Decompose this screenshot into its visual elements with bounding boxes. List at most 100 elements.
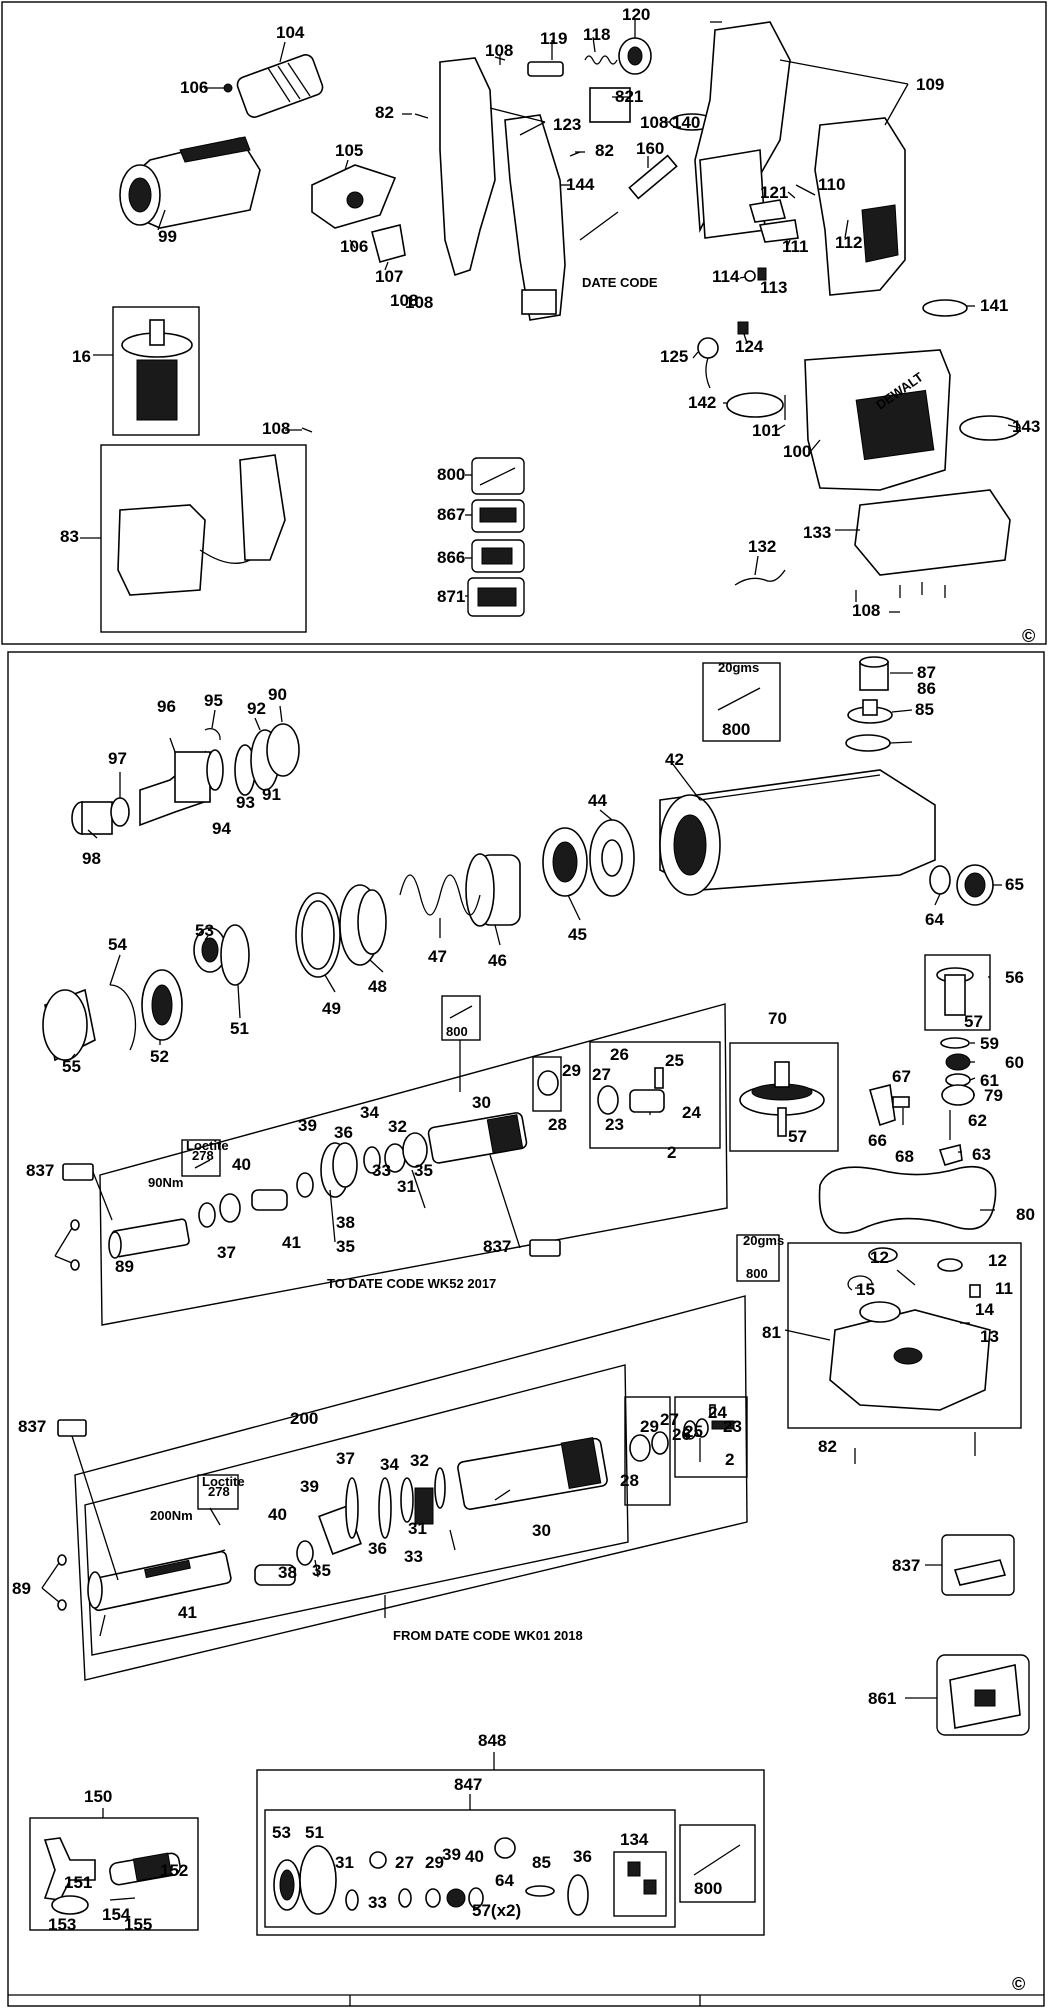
bottom-part-label-98: 98 xyxy=(82,849,101,868)
top-part-label-120: 120 xyxy=(622,5,650,24)
top-part-label-124: 124 xyxy=(735,337,764,356)
bottom-part-label-55: 55 xyxy=(62,1057,81,1076)
bottom-part-label-15: 15 xyxy=(856,1280,875,1299)
bottom-part-label-23: 23 xyxy=(723,1417,742,1436)
loctite-label-1: Loctite xyxy=(186,1138,229,1153)
bottom-part-label-67: 67 xyxy=(892,1067,911,1086)
bottom-part-label-26: 26 xyxy=(672,1425,691,1444)
bottom-part-label-49: 49 xyxy=(322,999,341,1018)
bottom-part-label-837: 837 xyxy=(892,1556,920,1575)
top-part-label-108: 108 xyxy=(852,601,880,620)
bottom-part-label-2: 2 xyxy=(667,1143,676,1162)
bottom-part-label-800: 800 xyxy=(694,1879,722,1898)
top-part-label-113: 113 xyxy=(760,278,787,297)
bottom-part-label-34: 34 xyxy=(360,1103,379,1122)
bottom-part-label-153: 153 xyxy=(48,1915,76,1934)
bottom-part-label-24: 24 xyxy=(682,1103,701,1122)
bottom-part-label-85: 85 xyxy=(532,1853,551,1872)
top-part-label-160: 160 xyxy=(636,139,664,158)
part-121 xyxy=(748,199,787,223)
bottom-part-label-53: 53 xyxy=(195,921,214,940)
top-part-label-105: 105 xyxy=(335,141,363,160)
bottom-part-label-56: 56 xyxy=(1005,968,1024,987)
bottom-part-label-25: 25 xyxy=(665,1051,684,1070)
bottom-part-label-26: 26 xyxy=(610,1045,629,1064)
top-part-label-106: 106 xyxy=(180,78,208,97)
bottom-part-label-36: 36 xyxy=(334,1123,353,1142)
top-part-label-132: 132 xyxy=(748,537,776,556)
bottom-part-label-150: 150 xyxy=(84,1787,112,1806)
part-107 xyxy=(371,224,406,263)
bottom-part-label-64: 64 xyxy=(925,910,944,929)
bottom-part-label-54: 54 xyxy=(108,935,127,954)
bottom-part-label-61: 61 xyxy=(980,1071,999,1090)
bottom-part-label-837: 837 xyxy=(26,1161,54,1180)
spring-and-collar-parts xyxy=(295,853,521,978)
loctite-number-2: 278 xyxy=(208,1484,230,1499)
top-part-label-110: 110 xyxy=(818,175,845,194)
top-part-label-104: 104 xyxy=(276,23,305,42)
bottom-part-label-85: 85 xyxy=(915,700,934,719)
part-56 xyxy=(924,954,991,1031)
bottom-part-label-37: 37 xyxy=(336,1449,355,1468)
top-part-label-125: 125 xyxy=(660,347,688,366)
bottom-part-label-91: 91 xyxy=(262,785,281,804)
bottom-part-label-68: 68 xyxy=(895,1147,914,1166)
part-125 xyxy=(697,337,719,359)
bottom-part-label-92: 92 xyxy=(247,699,266,718)
bottom-part-label-33: 33 xyxy=(372,1161,391,1180)
bottom-panel-parts xyxy=(29,656,1030,1936)
part-81-gear-housing xyxy=(787,1242,1022,1429)
top-part-label-109: 109 xyxy=(916,75,944,94)
part-64 xyxy=(929,865,951,895)
bottom-part-label-89: 89 xyxy=(12,1579,31,1598)
top-part-label-144: 144 xyxy=(566,175,595,194)
bottom-part-label-46: 46 xyxy=(488,951,507,970)
grease-800-2: 800 xyxy=(746,1266,768,1281)
bottom-part-label-34: 34 xyxy=(380,1455,399,1474)
part-133-bottom-housing xyxy=(854,489,1011,576)
top-part-label-107: 107 xyxy=(375,267,403,286)
bottom-part-label-29: 29 xyxy=(562,1061,581,1080)
bottom-part-label-837: 837 xyxy=(483,1237,511,1256)
part-45-bearing xyxy=(542,827,588,897)
bottom-part-label-28: 28 xyxy=(620,1471,639,1490)
bottom-part-label-2: 2 xyxy=(725,1450,734,1469)
bottom-part-label-12: 12 xyxy=(988,1251,1007,1270)
bottom-part-label-44: 44 xyxy=(588,791,607,810)
grease-20gms-1: 20gms xyxy=(718,660,759,675)
bottom-part-label-28: 28 xyxy=(548,1115,567,1134)
top-panel-frame xyxy=(1,1,1047,645)
qty-57x2: 57(x2) xyxy=(472,1901,521,1920)
bottom-part-label-65: 65 xyxy=(1005,875,1024,894)
bottom-part-label-155: 155 xyxy=(124,1915,152,1934)
top-part-label-108: 108 xyxy=(262,419,290,438)
bottom-part-label-154: 154 xyxy=(102,1905,131,1924)
bottom-part-label-35: 35 xyxy=(336,1237,355,1256)
bottom-part-label-87: 87 xyxy=(917,663,936,682)
front-seal-parts xyxy=(42,924,250,1062)
top-part-label-100: 100 xyxy=(783,442,811,461)
bottom-part-label-39: 39 xyxy=(300,1477,319,1496)
bottom-part-label-837: 837 xyxy=(18,1417,46,1436)
bottom-part-label-64: 64 xyxy=(495,1871,514,1890)
top-part-label-142: 142 xyxy=(688,393,716,412)
top-part-label-111: 111 xyxy=(782,237,809,256)
top-part-label-871: 871 xyxy=(437,587,465,606)
bottom-part-label-79: 79 xyxy=(984,1086,1003,1105)
top-part-label-133: 133 xyxy=(803,523,831,542)
assembly-to-wk52-2017 xyxy=(99,995,728,1326)
bottom-part-label-57: 57 xyxy=(964,1012,983,1031)
bottom-part-label-39: 39 xyxy=(298,1116,317,1135)
bottom-part-label-31: 31 xyxy=(408,1519,427,1538)
bottom-part-label-151: 151 xyxy=(64,1873,92,1892)
bottom-part-label-38: 38 xyxy=(278,1563,297,1582)
part-143 xyxy=(959,415,1021,441)
part-821-label xyxy=(589,87,631,123)
bottom-part-label-45: 45 xyxy=(568,925,587,944)
bottom-part-label-86: 86 xyxy=(917,679,936,698)
bottom-part-label-38: 38 xyxy=(336,1213,355,1232)
part-70-gear xyxy=(729,1042,839,1152)
kit-848 xyxy=(256,1769,765,1936)
bottom-part-label-152: 152 xyxy=(160,1861,188,1880)
